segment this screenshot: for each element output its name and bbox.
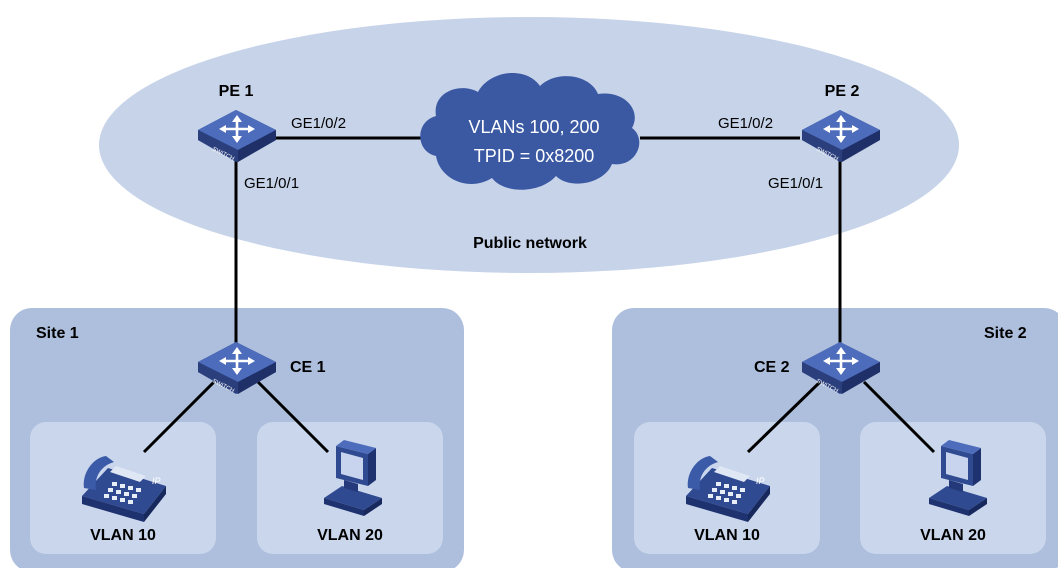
cloud-vlans-label: VLANs 100, 200 [468,117,599,137]
link-ce1-phone [142,380,216,454]
pe1-port-ge1-0-1: GE1/0/1 [244,175,299,192]
ce2-name: CE 2 [754,359,790,376]
pe2-port-ge1-0-1: GE1/0/1 [768,175,823,192]
site-2-phone: IP [686,456,770,522]
links [142,136,936,454]
pe2-name: PE 2 [825,83,860,100]
cloud-tpid-label: TPID = 0x8200 [474,146,595,166]
site-2-vlan-20-label: VLAN 20 [920,527,986,544]
site-1-vlan-20-label: VLAN 20 [317,527,383,544]
pe2-port-ge1-0-2: GE1/0/2 [718,115,773,132]
site-1-vlan-10-label: VLAN 10 [90,527,156,544]
site-1-label: Site 1 [36,325,79,342]
link-ce1-pc [256,380,330,454]
pe1-port-ge1-0-2: GE1/0/2 [291,115,346,132]
link-ce2-phone [746,380,822,454]
site-2-label: Site 2 [984,325,1027,342]
public-network-label: Public network [473,235,587,252]
link-ce2-pc [862,380,936,454]
site-2-vlan-10-label: VLAN 10 [694,527,760,544]
site-2-phone-badge: IP [756,476,765,486]
public-cloud: VLANs 100, 200 TPID = 0x8200 [420,73,640,190]
pe1-name: PE 1 [219,83,254,100]
ce1-name: CE 1 [290,359,326,376]
site-1-phone: IP [82,456,166,522]
site-1-phone-badge: IP [152,476,161,486]
